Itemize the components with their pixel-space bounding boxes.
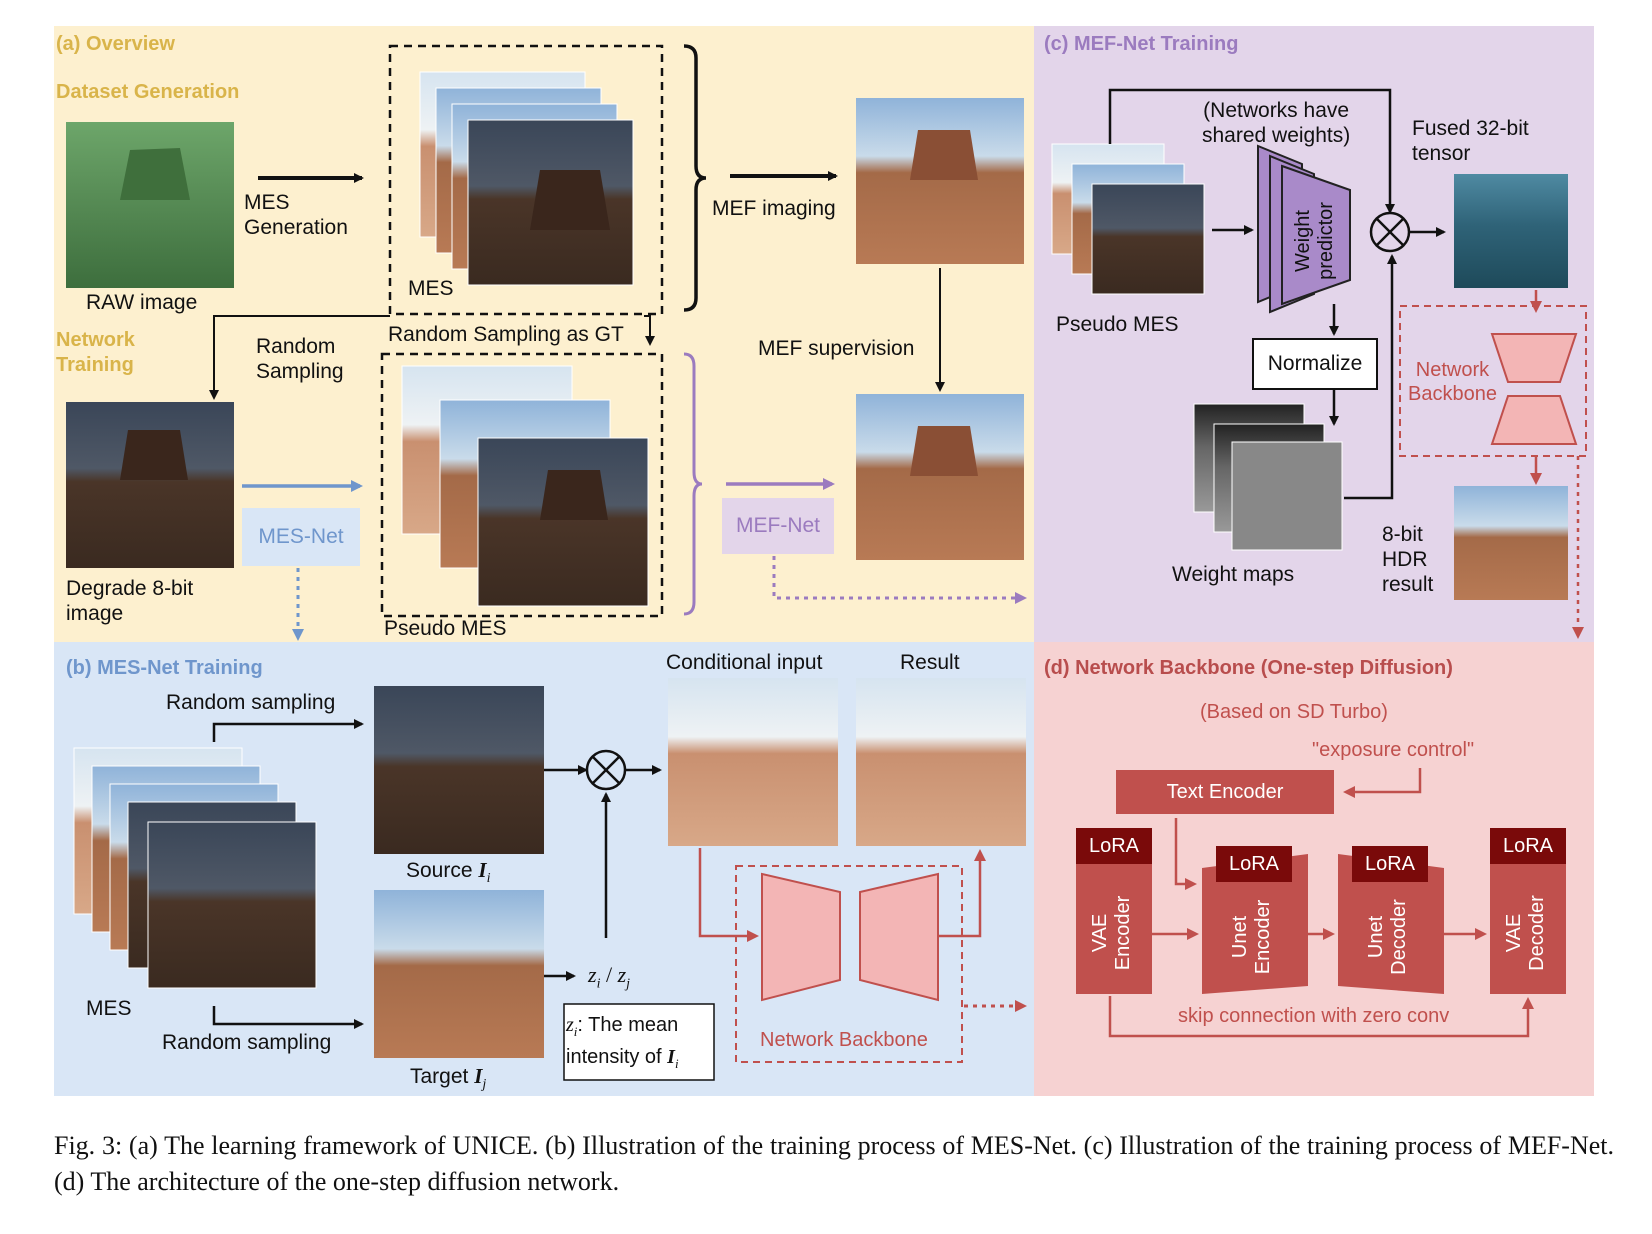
dataset-generation-heading: Dataset Generation	[56, 81, 240, 103]
source-text: Source	[406, 859, 479, 882]
random-sampling-label: Random Sampling	[256, 335, 344, 384]
hdr-result-label: 8-bit HDR result	[1382, 523, 1434, 597]
target-image	[374, 890, 544, 1058]
random-sampling-gt-label: Random Sampling as GT	[388, 323, 624, 346]
skip-connection-label: skip connection with zero conv	[1178, 1005, 1450, 1027]
shared-weights-label: (Networks have shared weights)	[1202, 99, 1351, 148]
conditional-input-label: Conditional input	[666, 651, 823, 674]
lora-vae-decoder: LoRA	[1490, 828, 1566, 864]
unet-encoder-label: Unet Encoder	[1229, 899, 1274, 975]
vae-encoder-label: VAE Encoder	[1089, 895, 1134, 971]
lora-unet-encoder: LoRA	[1216, 846, 1292, 882]
result-label: Result	[900, 651, 960, 674]
note-text2: intensity of	[566, 1045, 668, 1068]
lora-label-4: LoRA	[1502, 834, 1554, 857]
fused-tensor-image	[1454, 174, 1568, 288]
ratio-s2: j	[626, 976, 631, 992]
mes-generation-label: MES Generation	[244, 191, 348, 240]
ratio-s1: i	[596, 976, 601, 992]
mef-imaging-label: MEF imaging	[712, 197, 836, 220]
note-is: i	[674, 1055, 679, 1071]
source-sub: i	[486, 871, 491, 887]
pseudo-mes-label-a: Pseudo MES	[384, 617, 507, 640]
mes-net-label: MES-Net	[258, 525, 344, 548]
network-backbone-label-c: Network Backbone	[1408, 359, 1497, 405]
lora-unet-decoder: LoRA	[1352, 846, 1428, 882]
note-zs: i	[573, 1024, 578, 1039]
multiply-node-c	[1369, 211, 1411, 253]
weight-maps-label: Weight maps	[1172, 563, 1295, 586]
degraded-image	[66, 402, 234, 568]
mef-supervision-output	[856, 394, 1024, 560]
panel-a-title: (a) Overview	[56, 33, 175, 55]
mes-stack-b	[73, 747, 317, 989]
raw-image-label: RAW image	[86, 291, 198, 314]
lora-label-3: LoRA	[1364, 852, 1416, 875]
exposure-control-prompt: "exposure control"	[1312, 739, 1475, 761]
random-sampling-bottom-label: Random sampling	[162, 1031, 332, 1054]
mef-net-box: MEF-Net	[722, 498, 834, 554]
note-text1: : The mean	[577, 1014, 679, 1036]
conditional-input-image	[668, 678, 838, 846]
source-label: Source Ii	[406, 858, 490, 888]
note-z: z	[566, 1014, 574, 1036]
text-encoder-label: Text Encoder	[1166, 780, 1284, 803]
panel-c-title: (c) MEF-Net Training	[1044, 33, 1239, 55]
fused-tensor-label: Fused 32-bit tensor	[1412, 117, 1529, 166]
intensity-ratio: zi / zj	[588, 962, 630, 993]
source-var: I	[478, 858, 487, 882]
unet-decoder-label: Unet Decoder	[1365, 899, 1410, 975]
raw-image-thumbnail	[66, 122, 234, 288]
panel-d-title: (d) Network Backbone (One-step Diffusion…	[1044, 657, 1453, 679]
figure-caption: Fig. 3: (a) The learning framework of UN…	[54, 1131, 1614, 1196]
mef-imaging-output	[856, 98, 1024, 264]
network-training-heading: Network Training	[56, 329, 135, 376]
vae-decoder-label: VAE Decoder	[1503, 895, 1548, 971]
weight-predictor-label: Weight predictor	[1292, 202, 1337, 280]
weight-predictor-stack	[1257, 144, 1351, 314]
normalize-label: Normalize	[1267, 352, 1363, 375]
pseudo-mes-label-c: Pseudo MES	[1056, 313, 1179, 336]
mes-stack-a	[419, 71, 634, 286]
target-text: Target	[410, 1065, 475, 1088]
target-var: I	[474, 1064, 483, 1088]
note-i: I	[667, 1045, 675, 1068]
panel-b-title: (b) MES-Net Training	[66, 657, 263, 679]
ratio-slash: /	[600, 962, 618, 987]
pseudo-mes-stack-c	[1051, 143, 1205, 295]
lora-vae-encoder: LoRA	[1076, 828, 1152, 864]
multiply-node-b	[585, 749, 627, 791]
mean-intensity-note: zi: The mean intensity of Ii	[566, 1010, 679, 1073]
mef-net-label: MEF-Net	[736, 514, 820, 537]
random-sampling-top-label: Random sampling	[166, 691, 336, 714]
target-label: Target Ij	[410, 1064, 486, 1094]
network-backbone-label-b: Network Backbone	[760, 1029, 928, 1051]
pseudo-mes-stack-a	[401, 365, 649, 607]
text-encoder-box: Text Encoder	[1116, 770, 1334, 814]
mes-label-b: MES	[86, 997, 132, 1020]
mef-supervision-label: MEF supervision	[758, 337, 915, 360]
target-sub: j	[482, 1077, 487, 1093]
ratio-z1: z	[588, 962, 597, 987]
lora-label-2: LoRA	[1228, 852, 1280, 875]
normalize-box: Normalize	[1252, 338, 1378, 390]
source-image	[374, 686, 544, 854]
hdr-result-image	[1454, 486, 1568, 600]
weight-maps-stack	[1193, 403, 1343, 551]
based-on-label: (Based on SD Turbo)	[1200, 701, 1388, 723]
degrade-label: Degrade 8-bit image	[66, 577, 194, 626]
mes-net-box: MES-Net	[242, 508, 360, 566]
lora-label-1: LoRA	[1088, 834, 1140, 857]
result-image	[856, 678, 1026, 846]
mes-label-a: MES	[408, 277, 454, 300]
ratio-z2: z	[617, 962, 627, 987]
